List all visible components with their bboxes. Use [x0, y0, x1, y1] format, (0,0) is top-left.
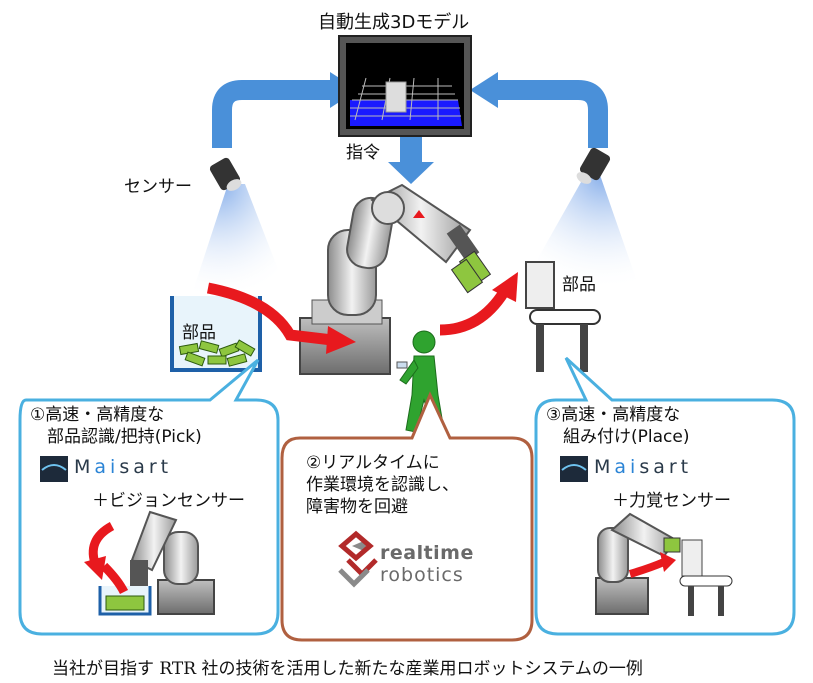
place-mini-robot	[595, 512, 733, 616]
monitor-box-model	[385, 81, 407, 113]
callout-pick-text: ①高速・高精度な 部品認識/把持(Pick)	[30, 405, 202, 447]
red-arrow-left	[206, 282, 333, 346]
callout-pick-sub: ＋ビジョンセンサー	[92, 491, 245, 511]
sensor-label: センサー	[124, 177, 192, 197]
callout-realtime-text: ②リアルタイムに 作業環境を認識し、 障害物を回避	[306, 453, 459, 517]
sensor-beam-left	[190, 184, 290, 300]
main-robot-graphic	[299, 183, 492, 375]
right-conveyor-graphic	[525, 261, 601, 372]
sensor-left-graphic	[209, 157, 242, 191]
pick-mini-robot	[84, 510, 215, 616]
figure-caption: 当社が目指す RTR 社の技術を活用した新たな産業用ロボットシステムの一例	[52, 659, 643, 679]
callout-place-sub: ＋力覚センサー	[612, 491, 731, 511]
monitor-floor	[350, 100, 462, 126]
parts-right-label: 部品	[562, 275, 596, 295]
red-arrow-right-head	[492, 272, 518, 302]
parts-left-label: 部品	[182, 323, 216, 343]
callout-pick-border	[18, 358, 280, 636]
realtime-logo-mark	[338, 530, 378, 588]
blue-arrow-right	[498, 80, 608, 148]
red-arrow-right	[439, 288, 509, 336]
blue-arrow-down-head	[388, 162, 434, 184]
left-bin-graphic	[170, 296, 262, 372]
callout-realtime-border	[280, 391, 534, 642]
monitor-title: 自動生成3Dモデル	[318, 12, 470, 33]
realtime-logo-top: realtime	[380, 542, 474, 564]
realtime-logo-bottom: robotics	[380, 564, 464, 586]
sensor-right-graphic	[576, 147, 611, 184]
callout-place-text: ③高速・高精度な 組み付け(Place)	[546, 405, 690, 447]
blue-arrow-down	[400, 132, 422, 164]
blue-arrow-right-head	[470, 72, 498, 108]
maisart-logo-pick: Maisart	[74, 456, 173, 478]
maisart-logo-place: Maisart	[594, 456, 693, 478]
instruction-label: 指令	[346, 143, 380, 163]
blue-arrow-left	[212, 80, 330, 148]
red-arrow-left-head	[326, 326, 356, 354]
